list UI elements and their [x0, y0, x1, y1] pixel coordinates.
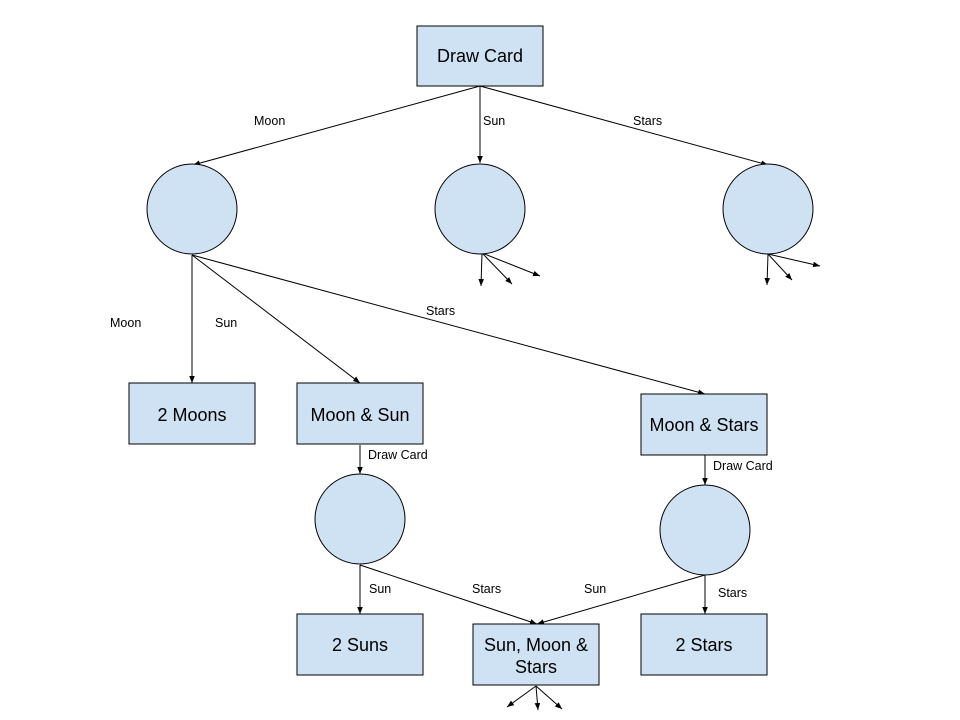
edge-ms-to-sun-moon-stars	[359, 564, 538, 625]
edge-moon-to-moon-stars	[191, 254, 706, 395]
circle-node-moon-stars-draw	[659, 484, 751, 576]
edge-label-ms-suns: Sun	[369, 582, 391, 596]
edge-root-to-stars	[479, 85, 769, 166]
edge-label-mst-stars: Stars	[718, 586, 747, 600]
stubs-stars-circle	[764, 253, 821, 286]
stubs-sun-circle	[478, 252, 541, 287]
edge-label-root-sun: Sun	[483, 114, 505, 128]
edge-label-moonsun-draw: Draw Card	[368, 448, 428, 462]
edge-label-root-moon: Moon	[254, 114, 285, 128]
moon-sun-box: Moon & Sun	[296, 382, 424, 445]
edge-root-to-moon	[192, 85, 481, 166]
moon-sun-label: Moon & Sun	[310, 405, 409, 425]
circle-node-moon-sun-draw	[314, 473, 406, 565]
two-moons-label: 2 Moons	[157, 405, 226, 425]
edge-mst-to-sun-moon-stars	[536, 574, 706, 625]
moon-stars-box: Moon & Stars	[640, 393, 768, 456]
two-stars-label: 2 Stars	[675, 635, 732, 655]
circle-node-moon	[146, 163, 238, 255]
edge-label-moon-stars: Stars	[426, 304, 455, 318]
two-moons-box: 2 Moons	[128, 382, 256, 445]
edge-label-moon-sun: Sun	[215, 316, 237, 330]
stubs-sun-moon-stars	[506, 685, 563, 711]
edge-label-moonstars-draw: Draw Card	[713, 459, 773, 473]
edge-label-ms-sms: Stars	[472, 582, 501, 596]
draw-card-label: Draw Card	[437, 46, 523, 66]
edge-moon-to-moon-sun	[191, 254, 361, 384]
circle-node-stars	[722, 163, 814, 255]
edge-label-moon-moon: Moon	[110, 316, 141, 330]
two-suns-box: 2 Suns	[296, 613, 424, 676]
edge-label-root-stars: Stars	[633, 114, 662, 128]
draw-card-box: Draw Card	[416, 25, 544, 87]
two-stars-box: 2 Stars	[640, 613, 768, 676]
sun-moon-stars-label-line1: Sun, Moon &	[484, 635, 588, 655]
sun-moon-stars-label-line2: Stars	[515, 657, 557, 677]
moon-stars-label: Moon & Stars	[649, 415, 758, 435]
two-suns-label: 2 Suns	[332, 635, 388, 655]
circle-node-sun	[434, 163, 526, 255]
sun-moon-stars-box: Sun, Moon & Stars	[472, 623, 600, 686]
edge-label-mst-sms: Sun	[584, 582, 606, 596]
